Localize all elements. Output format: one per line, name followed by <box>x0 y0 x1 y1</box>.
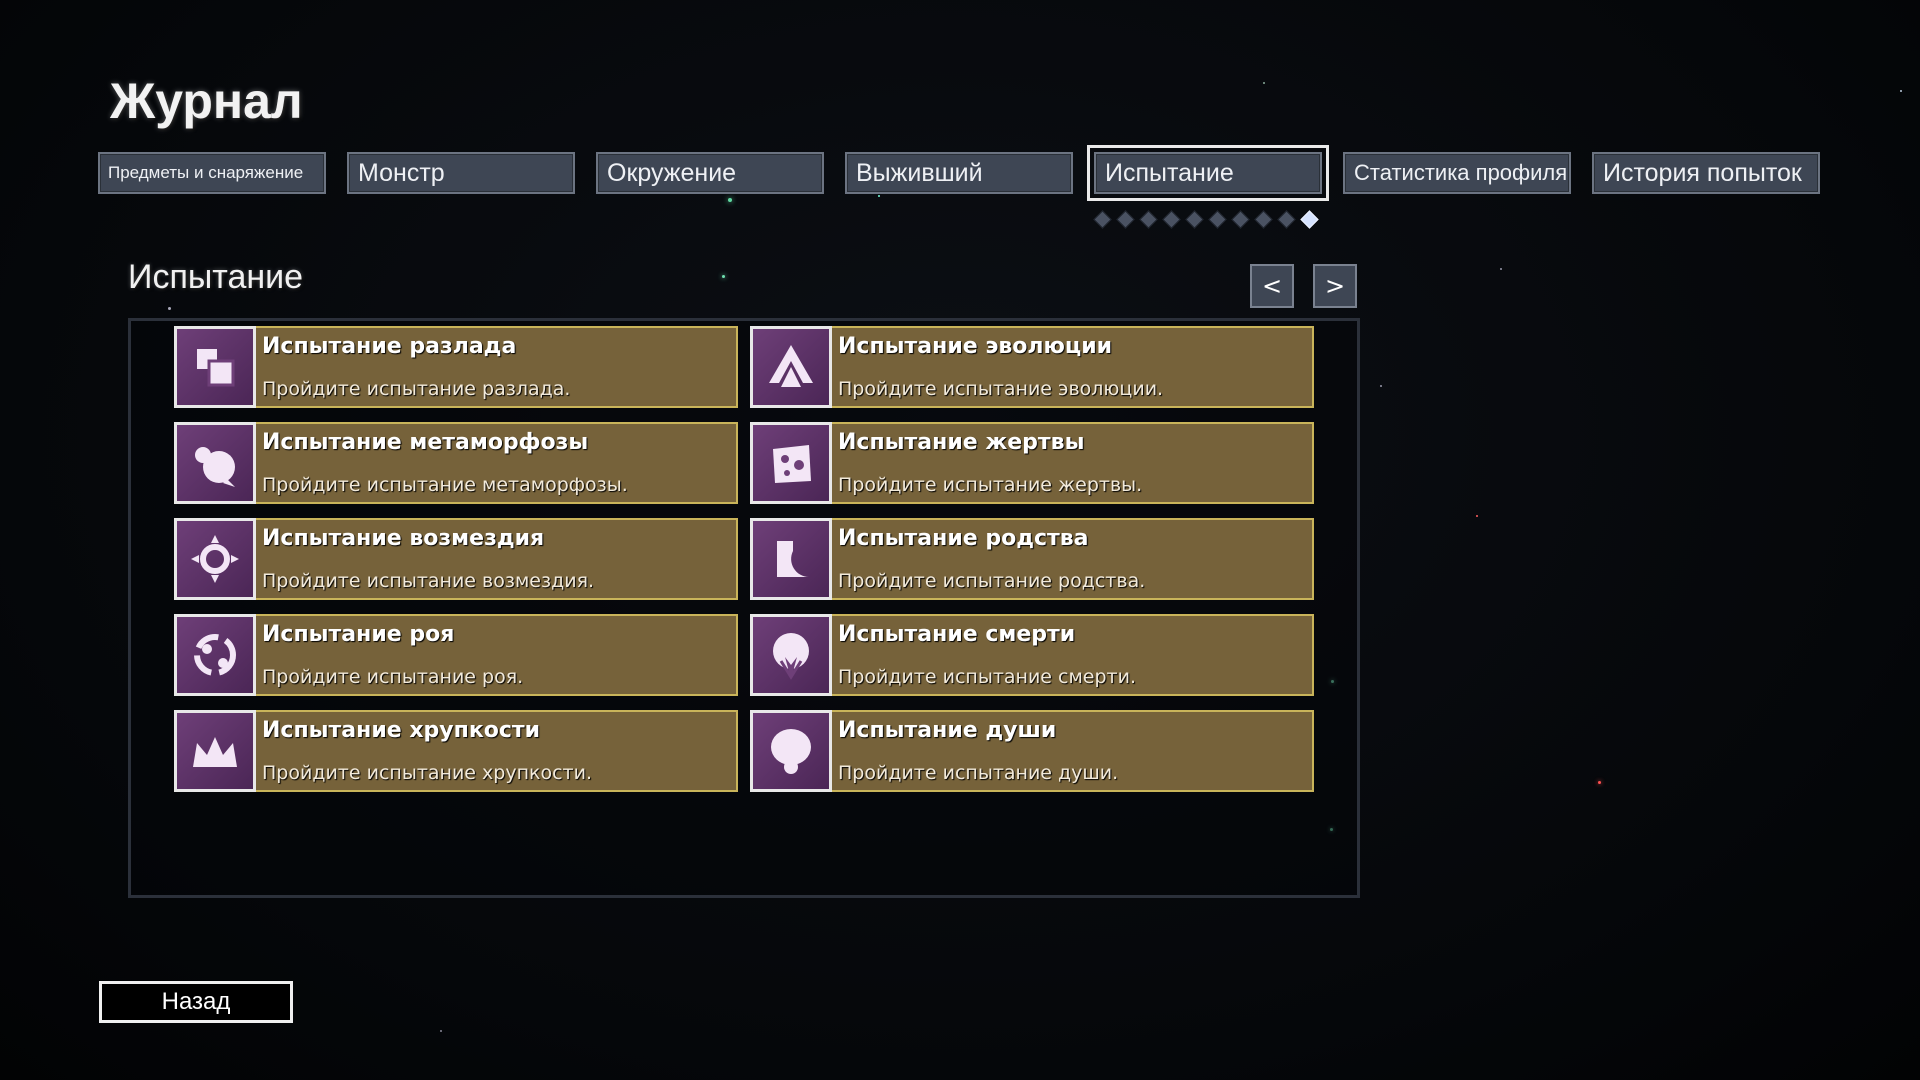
sun-icon <box>174 518 256 600</box>
tab-challenge[interactable]: Испытание <box>1087 145 1329 201</box>
page-dot[interactable] <box>1162 210 1181 229</box>
cheese-icon <box>750 422 832 504</box>
star <box>1380 385 1382 387</box>
challenge-desc: Пройдите испытание смерти. <box>838 666 1137 688</box>
mushroom-icon <box>750 710 832 792</box>
challenge-title: Испытание смерти <box>838 622 1076 647</box>
star <box>1263 82 1265 84</box>
challenge-desc: Пройдите испытание жертвы. <box>838 474 1143 496</box>
challenge-desc: Пройдите испытание хрупкости. <box>262 762 593 784</box>
challenge-title: Испытание эволюции <box>838 334 1113 359</box>
challenge-card[interactable]: Испытание роя Пройдите испытание роя. <box>174 614 738 696</box>
challenge-title: Испытание родства <box>838 526 1089 551</box>
tab-environment[interactable]: Окружение <box>596 152 824 194</box>
back-button[interactable]: Назад <box>99 981 293 1023</box>
page-dot[interactable] <box>1185 210 1204 229</box>
challenge-card[interactable]: Испытание разлада Пройдите испытание раз… <box>174 326 738 408</box>
challenge-card[interactable]: Испытание жертвы Пройдите испытание жерт… <box>750 422 1314 504</box>
challenge-desc: Пройдите испытание разлада. <box>262 378 571 400</box>
crown-icon <box>174 710 256 792</box>
star <box>1900 90 1902 92</box>
next-page-button[interactable]: > <box>1313 264 1357 308</box>
challenge-desc: Пройдите испытание души. <box>838 762 1119 784</box>
challenge-card[interactable]: Испытание возмездия Пройдите испытание в… <box>174 518 738 600</box>
star <box>1500 268 1502 270</box>
page-dot[interactable] <box>1093 210 1112 229</box>
challenge-desc: Пройдите испытание роя. <box>262 666 524 688</box>
page-dot[interactable] <box>1277 210 1296 229</box>
challenge-title: Испытание хрупкости <box>262 718 541 743</box>
challenge-card[interactable]: Испытание родства Пройдите испытание род… <box>750 518 1314 600</box>
challenge-desc: Пройдите испытание родства. <box>838 570 1146 592</box>
arrow-up-icon <box>750 326 832 408</box>
tab-monster[interactable]: Монстр <box>347 152 575 194</box>
page-dot[interactable] <box>1208 210 1227 229</box>
challenge-desc: Пройдите испытание метаморфозы. <box>262 474 628 496</box>
challenge-desc: Пройдите испытание эволюции. <box>838 378 1164 400</box>
challenge-title: Испытание жертвы <box>838 430 1085 455</box>
challenge-card[interactable]: Испытание смерти Пройдите испытание смер… <box>750 614 1314 696</box>
challenge-card[interactable]: Испытание эволюции Пройдите испытание эв… <box>750 326 1314 408</box>
challenge-title: Испытание души <box>838 718 1057 743</box>
star <box>440 1030 442 1032</box>
page-title: Журнал <box>110 73 303 129</box>
challenge-title: Испытание возмездия <box>262 526 545 551</box>
swarm-icon <box>174 614 256 696</box>
tab-profile-stats[interactable]: Статистика профиля <box>1343 152 1571 194</box>
flame-orb-icon <box>750 614 832 696</box>
section-title: Испытание <box>128 258 304 296</box>
challenge-desc: Пройдите испытание возмездия. <box>262 570 595 592</box>
crescent-icon <box>750 518 832 600</box>
star <box>728 198 732 202</box>
challenge-title: Испытание метаморфозы <box>262 430 589 455</box>
page-dot[interactable] <box>1116 210 1135 229</box>
challenge-title: Испытание разлада <box>262 334 517 359</box>
page-dot[interactable] <box>1254 210 1273 229</box>
challenge-card[interactable]: Испытание хрупкости Пройдите испытание х… <box>174 710 738 792</box>
challenge-card[interactable]: Испытание метаморфозы Пройдите испытание… <box>174 422 738 504</box>
squares-icon <box>174 326 256 408</box>
challenge-list-panel <box>128 318 1360 898</box>
challenge-title: Испытание роя <box>262 622 455 647</box>
star <box>1598 781 1601 784</box>
tab-run-history[interactable]: История попыток <box>1592 152 1820 194</box>
star <box>168 307 171 310</box>
star <box>878 195 880 197</box>
page-dot[interactable] <box>1231 210 1250 229</box>
star <box>722 275 725 278</box>
tab-survivor[interactable]: Выживший <box>845 152 1073 194</box>
star <box>1476 515 1478 517</box>
page-dot[interactable] <box>1300 210 1319 229</box>
page-dot[interactable] <box>1139 210 1158 229</box>
tab-items[interactable]: Предметы и снаряжение <box>98 152 326 194</box>
challenge-card[interactable]: Испытание души Пройдите испытание души. <box>750 710 1314 792</box>
prev-page-button[interactable]: < <box>1250 264 1294 308</box>
creature-icon <box>174 422 256 504</box>
